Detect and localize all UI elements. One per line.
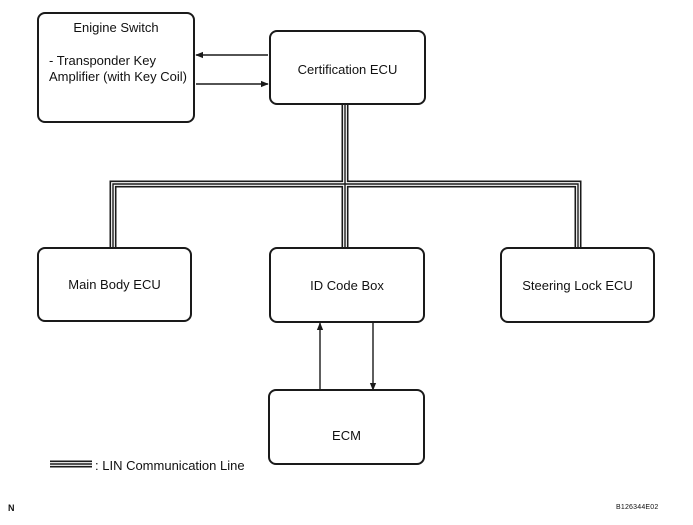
legend-label: : LIN Communication Line [95,458,245,473]
lin-bus [109,104,582,248]
main-body-ecu-box: Main Body ECU [37,247,192,322]
steering-lock-ecu-box: Steering Lock ECU [500,247,655,323]
engine-switch-title: Enigine Switch [73,20,159,35]
engine-switch-line1: - Transponder Key [49,53,156,68]
id-code-box: ID Code Box [269,247,425,323]
main-body-ecu-label: Main Body ECU [68,277,161,292]
corner-mark-n: N [8,503,15,513]
figure-code: B126344E02 [616,504,659,511]
ecm-label: ECM [332,428,361,443]
certification-ecu-box: Certification ECU [269,30,426,105]
id-code-box-label: ID Code Box [310,278,384,293]
ecm-box: ECM [268,389,425,465]
engine-switch-line2: Amplifier (with Key Coil) [49,69,187,84]
engine-switch-box: Enigine Switch - Transponder Key Amplifi… [37,12,195,123]
steering-lock-ecu-label: Steering Lock ECU [522,278,633,293]
certification-ecu-label: Certification ECU [297,62,398,77]
